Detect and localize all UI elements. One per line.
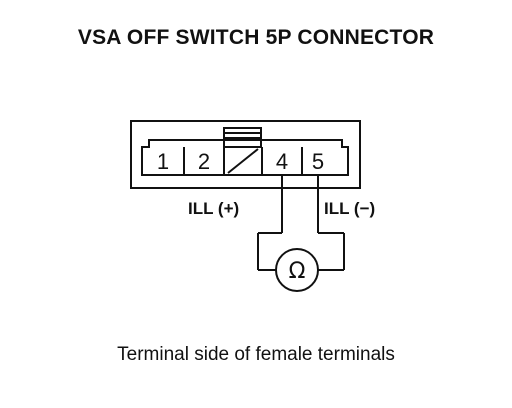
- diagram-title: VSA OFF SWITCH 5P CONNECTOR: [77, 26, 435, 49]
- ohmmeter-circle: [275, 248, 319, 292]
- diagram-caption: Terminal side of female terminals: [117, 344, 395, 365]
- pin-label-5: 5: [312, 149, 324, 174]
- pin-label-2: 2: [198, 149, 210, 174]
- ill-negative-label: ILL (−): [324, 199, 375, 218]
- empty-terminal-slash: [227, 148, 259, 174]
- ohmmeter-icon: Ω: [289, 259, 306, 284]
- pin-label-4: 4: [276, 149, 288, 174]
- pin-label-1: 1: [157, 149, 169, 174]
- ill-positive-label: ILL (+): [188, 199, 239, 218]
- connector-housing: [130, 120, 361, 189]
